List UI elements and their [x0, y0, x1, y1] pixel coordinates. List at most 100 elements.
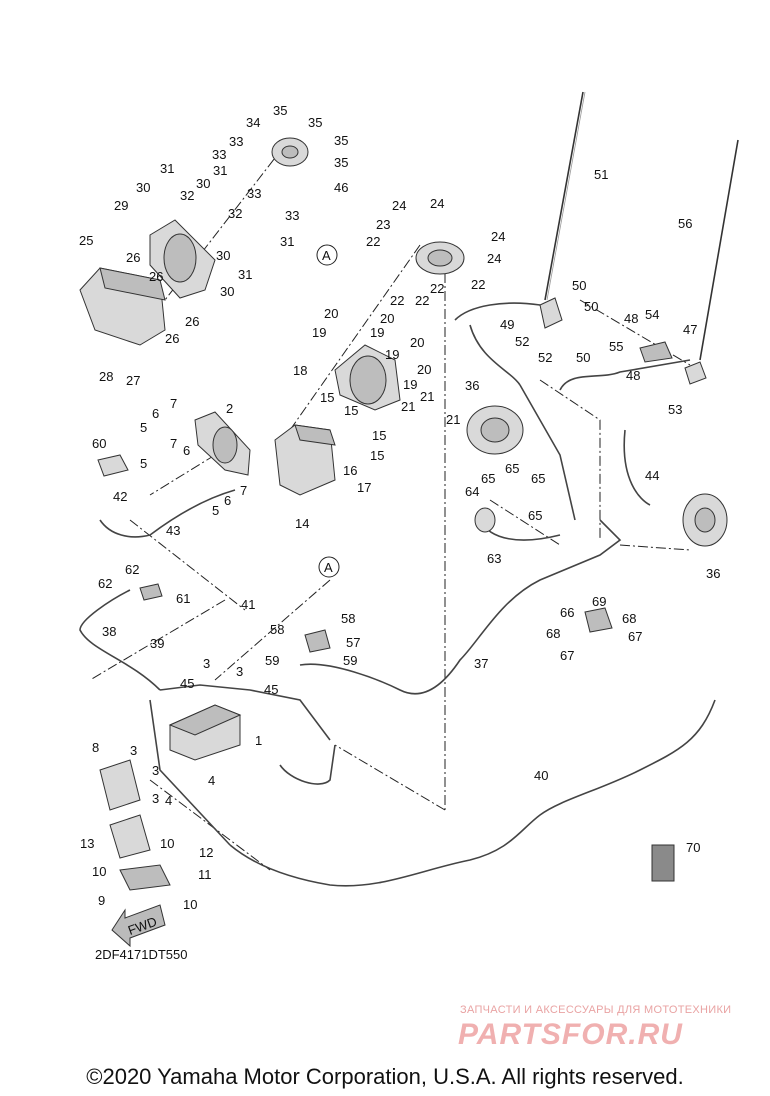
part-number-43-callout: 43	[166, 523, 180, 538]
part-number-20-callout: 20	[380, 311, 394, 326]
part-number-20-callout: 20	[324, 306, 338, 321]
part-number-27-callout: 27	[126, 373, 140, 388]
part-number-22-callout: 22	[430, 281, 444, 296]
part-number-68-callout: 68	[546, 626, 560, 641]
part-number-26-callout: 26	[185, 314, 199, 329]
part-number-48-callout: 48	[624, 311, 638, 326]
watermark-subtitle: ЗАПЧАСТИ И АКСЕССУАРЫ ДЛЯ МОТОТЕХНИКИ	[460, 1004, 732, 1016]
part-number-6-callout: 6	[152, 406, 159, 421]
part-number-29-callout: 29	[114, 198, 128, 213]
part-number-59-callout: 59	[343, 653, 357, 668]
part-number-15-callout: 15	[370, 448, 384, 463]
part-number-54-callout: 54	[645, 307, 659, 322]
tweeter-63	[474, 507, 496, 533]
part-number-24-callout: 24	[491, 229, 505, 244]
part-number-19-callout: 19	[312, 325, 326, 340]
antenna-56	[699, 139, 739, 361]
part-number-50-callout: 50	[572, 278, 586, 293]
part-number-24-callout: 24	[392, 198, 406, 213]
part-number-58-callout: 58	[341, 611, 355, 626]
part-number-55-callout: 55	[609, 339, 623, 354]
part-number-65-callout: 65	[481, 471, 495, 486]
part-number-3-callout: 3	[203, 656, 210, 671]
part-number-21-callout: 21	[446, 412, 460, 427]
part-number-68-callout: 68	[622, 611, 636, 626]
part-number-7-callout: 7	[170, 436, 177, 451]
antenna-51	[544, 91, 586, 301]
part-number-52-callout: 52	[538, 350, 552, 365]
fwd-arrow: FWD	[111, 904, 166, 948]
part-number-15-callout: 15	[372, 428, 386, 443]
part-number-18-callout: 18	[293, 363, 307, 378]
speaker-36-upper	[466, 405, 524, 455]
part-number-19-callout: 19	[403, 377, 417, 392]
part-number-22-callout: 22	[471, 277, 485, 292]
part-number-19-callout: 19	[370, 325, 384, 340]
part-number-42-callout: 42	[113, 489, 127, 504]
part-number-45-callout: 45	[180, 676, 194, 691]
part-number-31-callout: 31	[280, 234, 294, 249]
bracket-13	[109, 814, 151, 859]
part-number-70-callout: 70	[686, 840, 700, 855]
part-number-67-callout: 67	[560, 648, 574, 663]
part-number-60-callout: 60	[92, 436, 106, 451]
part-number-56-callout: 56	[678, 216, 692, 231]
part-number-10-callout: 10	[92, 864, 106, 879]
label-70	[651, 844, 675, 882]
antenna-base-49	[539, 297, 563, 329]
part-number-4-callout: 4	[165, 793, 172, 808]
part-number-30-callout: 30	[220, 284, 234, 299]
connector-60	[97, 454, 129, 477]
part-number-39-callout: 39	[150, 636, 164, 651]
part-number-12-callout: 12	[199, 845, 213, 860]
part-number-64-callout: 64	[465, 484, 479, 499]
part-number-36-callout: 36	[706, 566, 720, 581]
part-number-49-callout: 49	[500, 317, 514, 332]
part-number-62-callout: 62	[98, 576, 112, 591]
part-number-14-callout: 14	[295, 516, 309, 531]
part-number-44-callout: 44	[645, 468, 659, 483]
part-number-66-callout: 66	[560, 605, 574, 620]
part-number-58-callout: 58	[270, 622, 284, 637]
part-number-26-callout: 26	[126, 250, 140, 265]
part-number-22-callout: 22	[415, 293, 429, 308]
part-number-20-callout: 20	[410, 335, 424, 350]
part-number-62-callout: 62	[125, 562, 139, 577]
part-number-52-callout: 52	[515, 334, 529, 349]
part-number-10-callout: 10	[183, 897, 197, 912]
part-number-33-callout: 33	[212, 147, 226, 162]
part-number-32-callout: 32	[180, 188, 194, 203]
ref-marker-a-lower: A	[318, 556, 340, 578]
part-number-5-callout: 5	[140, 456, 147, 471]
part-number-31-callout: 31	[238, 267, 252, 282]
part-number-63-callout: 63	[487, 551, 501, 566]
part-number-labels: 1233333445556667778910101011121314151515…	[79, 103, 720, 912]
part-number-9-callout: 9	[98, 893, 105, 908]
part-number-6-callout: 6	[183, 443, 190, 458]
part-number-3-callout: 3	[236, 664, 243, 679]
part-number-8-callout: 8	[92, 740, 99, 755]
part-number-22-callout: 22	[390, 293, 404, 308]
antenna-base-54	[684, 361, 707, 385]
part-number-38-callout: 38	[102, 624, 116, 639]
part-number-50-callout: 50	[584, 299, 598, 314]
part-number-1-callout: 1	[255, 733, 262, 748]
part-number-24-callout: 24	[430, 196, 444, 211]
bracket-57	[304, 629, 331, 653]
wire-harnesses	[79, 302, 716, 887]
part-number-13-callout: 13	[80, 836, 94, 851]
part-number-23-callout: 23	[376, 217, 390, 232]
part-number-61-callout: 61	[176, 591, 190, 606]
part-number-20-callout: 20	[417, 362, 431, 377]
part-number-53-callout: 53	[668, 402, 682, 417]
part-number-11-callout: 11	[198, 867, 212, 882]
part-number-26-callout: 26	[165, 331, 179, 346]
part-number-19-callout: 19	[385, 347, 399, 362]
part-number-31-callout: 31	[213, 163, 227, 178]
part-number-26-callout: 26	[149, 269, 163, 284]
ref-marker-a-lower-text: A	[324, 560, 333, 575]
part-number-28-callout: 28	[99, 369, 113, 384]
part-number-17-callout: 17	[357, 480, 371, 495]
part-number-67-callout: 67	[628, 629, 642, 644]
